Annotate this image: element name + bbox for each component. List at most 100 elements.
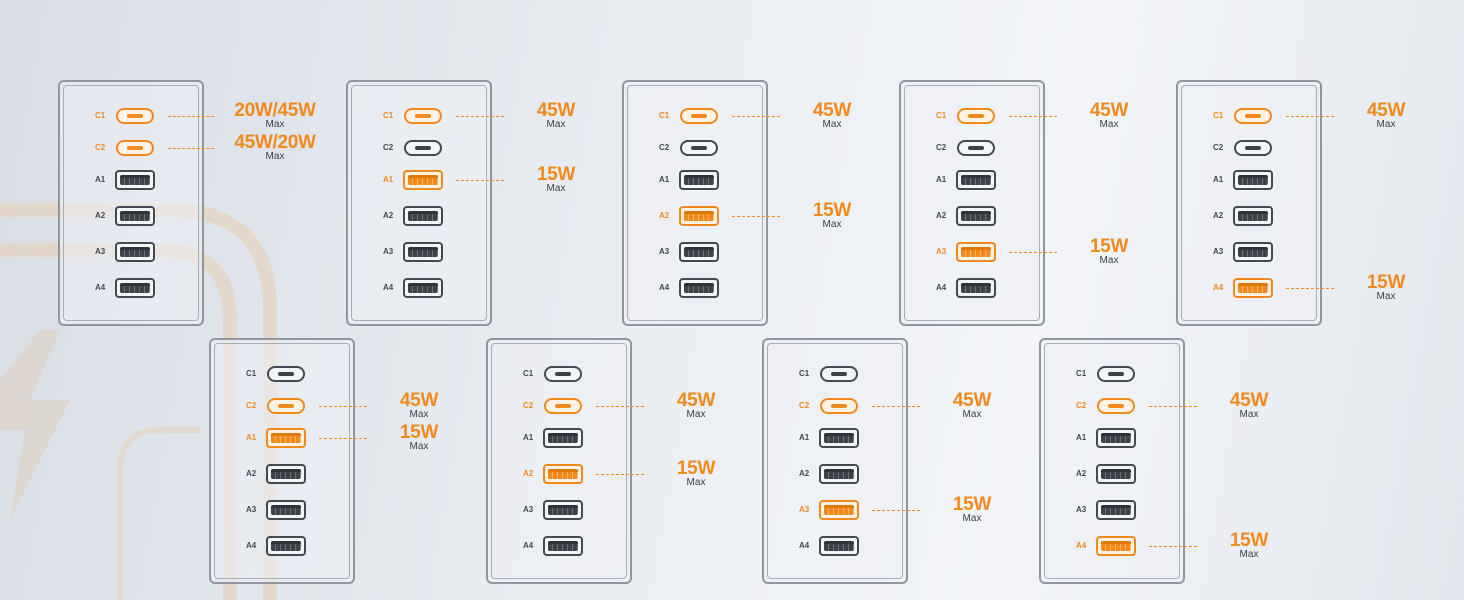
port-label-a1: A1	[383, 175, 394, 184]
port-label-a1: A1	[936, 175, 947, 184]
usb-a-port-a1[interactable]	[115, 170, 155, 190]
usb-c-port-c1[interactable]	[544, 366, 582, 382]
usb-c-port-c2[interactable]	[820, 398, 858, 414]
port-label-a2: A2	[383, 211, 394, 220]
usb-a-port-a2[interactable]	[679, 206, 719, 226]
callout-line-a3	[872, 510, 920, 511]
usb-a-port-a2[interactable]	[1096, 464, 1136, 484]
usb-a-port-a1[interactable]	[956, 170, 996, 190]
max-label: Max	[962, 513, 982, 524]
usb-c-port-c2[interactable]	[680, 140, 718, 156]
usb-c-port-c2[interactable]	[957, 140, 995, 156]
usb-c-port-c1[interactable]	[116, 108, 154, 124]
usb-a-port-a2[interactable]	[403, 206, 443, 226]
port-label-c2: C2	[799, 401, 810, 410]
port-label-a3: A3	[1213, 247, 1224, 256]
callout-line-a2	[732, 216, 780, 217]
port-label-c2: C2	[659, 143, 670, 152]
usb-a-port-a2[interactable]	[819, 464, 859, 484]
usb-a-port-a4[interactable]	[403, 278, 443, 298]
callout-line-c2	[1149, 406, 1197, 407]
usb-a-port-a3[interactable]	[266, 500, 306, 520]
wattage-label-c2: 45W	[1229, 390, 1269, 411]
max-label: Max	[546, 119, 566, 130]
port-label-a4: A4	[1213, 283, 1224, 292]
usb-c-port-c2[interactable]	[116, 140, 154, 156]
wattage-label-a3: 15W	[1089, 236, 1129, 257]
usb-c-port-c1[interactable]	[267, 366, 305, 382]
usb-a-port-a3[interactable]	[1096, 500, 1136, 520]
port-label-c2: C2	[95, 143, 106, 152]
port-label-c1: C1	[523, 369, 534, 378]
port-label-c2: C2	[1213, 143, 1224, 152]
usb-a-port-a3[interactable]	[819, 500, 859, 520]
usb-a-port-a3[interactable]	[679, 242, 719, 262]
usb-a-port-a2[interactable]	[115, 206, 155, 226]
port-label-c1: C1	[799, 369, 810, 378]
callout-line-c2	[596, 406, 644, 407]
port-label-a2: A2	[936, 211, 947, 220]
usb-a-port-a1[interactable]	[679, 170, 719, 190]
callout-line-a1	[456, 180, 504, 181]
max-label: Max	[1239, 549, 1259, 560]
port-label-c2: C2	[383, 143, 394, 152]
callout-line-a3	[1009, 252, 1057, 253]
usb-a-port-a4[interactable]	[679, 278, 719, 298]
wattage-label-c1: 45W	[1089, 100, 1129, 121]
usb-a-port-a1[interactable]	[543, 428, 583, 448]
usb-a-port-a1[interactable]	[1096, 428, 1136, 448]
max-label: Max	[546, 183, 566, 194]
wattage-label-a1: 15W	[536, 164, 576, 185]
callout-line-a4	[1149, 546, 1197, 547]
usb-c-port-c1[interactable]	[1234, 108, 1272, 124]
usb-a-port-a4[interactable]	[266, 536, 306, 556]
usb-a-port-a4[interactable]	[1096, 536, 1136, 556]
port-label-a3: A3	[936, 247, 947, 256]
wattage-label-c2: 45W	[676, 390, 716, 411]
usb-c-port-c1[interactable]	[1097, 366, 1135, 382]
usb-a-port-a2[interactable]	[1233, 206, 1273, 226]
usb-a-port-a3[interactable]	[956, 242, 996, 262]
usb-a-port-a1[interactable]	[1233, 170, 1273, 190]
port-label-a2: A2	[523, 469, 534, 478]
wattage-label-a1: 15W	[399, 422, 439, 443]
wattage-label-a4: 15W	[1366, 272, 1406, 293]
usb-c-port-c2[interactable]	[267, 398, 305, 414]
port-label-c2: C2	[936, 143, 947, 152]
max-label: Max	[1099, 255, 1119, 266]
usb-a-port-a2[interactable]	[266, 464, 306, 484]
usb-a-port-a2[interactable]	[543, 464, 583, 484]
usb-a-port-a4[interactable]	[543, 536, 583, 556]
callout-line-c1	[168, 116, 214, 117]
usb-c-port-c1[interactable]	[680, 108, 718, 124]
max-label: Max	[1099, 119, 1119, 130]
wattage-label-a2: 15W	[676, 458, 716, 479]
usb-a-port-a3[interactable]	[115, 242, 155, 262]
usb-a-port-a3[interactable]	[543, 500, 583, 520]
usb-a-port-a4[interactable]	[1233, 278, 1273, 298]
usb-a-port-a1[interactable]	[266, 428, 306, 448]
usb-c-port-c2[interactable]	[544, 398, 582, 414]
usb-c-port-c1[interactable]	[404, 108, 442, 124]
usb-c-port-c1[interactable]	[820, 366, 858, 382]
port-label-a1: A1	[523, 433, 534, 442]
usb-a-port-a2[interactable]	[956, 206, 996, 226]
usb-a-port-a4[interactable]	[819, 536, 859, 556]
port-label-c1: C1	[383, 111, 394, 120]
usb-a-port-a1[interactable]	[819, 428, 859, 448]
port-label-a1: A1	[1213, 175, 1224, 184]
usb-a-port-a4[interactable]	[115, 278, 155, 298]
usb-a-port-a1[interactable]	[403, 170, 443, 190]
usb-c-port-c1[interactable]	[957, 108, 995, 124]
usb-c-port-c2[interactable]	[404, 140, 442, 156]
wattage-label-a3: 15W	[952, 494, 992, 515]
usb-a-port-a3[interactable]	[1233, 242, 1273, 262]
usb-a-port-a4[interactable]	[956, 278, 996, 298]
max-label: Max	[686, 477, 706, 488]
port-label-a2: A2	[1213, 211, 1224, 220]
usb-c-port-c2[interactable]	[1234, 140, 1272, 156]
usb-a-port-a3[interactable]	[403, 242, 443, 262]
usb-c-port-c2[interactable]	[1097, 398, 1135, 414]
wattage-label-c1: 20W/45W	[234, 100, 316, 121]
wattage-label-c2: 45W	[952, 390, 992, 411]
